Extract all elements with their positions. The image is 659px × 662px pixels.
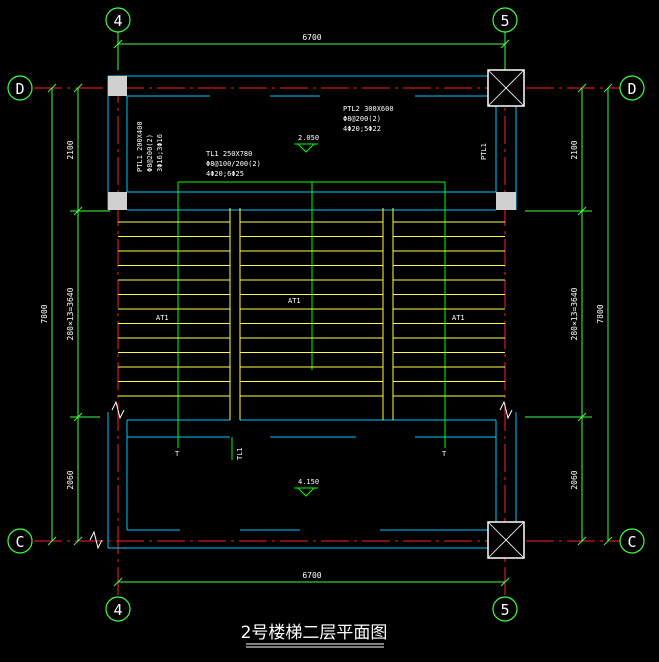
column-bottom-left-lower: [108, 192, 127, 210]
axis-label-right-bottom: C: [627, 533, 636, 551]
column-top-left: [108, 76, 127, 96]
axis-label-top-left: 4: [113, 12, 122, 30]
dim-right-seg1: 2100: [570, 140, 579, 159]
ptl2-line3: 4Φ20;5Φ22: [343, 125, 381, 133]
at1-center: AT1: [288, 297, 301, 305]
column-bottom-right-lower: [496, 192, 516, 210]
axis-label-bottom-left: 4: [113, 601, 122, 619]
level-lower: 4.150: [298, 478, 319, 486]
column-blocks: [108, 69, 525, 559]
at1-right: AT1: [452, 314, 465, 322]
ptl2-line2: Φ8@200(2): [343, 115, 381, 123]
axis-label-left-bottom: C: [15, 533, 24, 551]
ptl1-left-line2: Φ8@200(2): [146, 134, 154, 172]
ptl1-right: PTL1: [480, 143, 488, 160]
axis-label-right-top: D: [627, 80, 636, 98]
ptl1-left-line1: PTL1 200X400: [136, 121, 144, 172]
dim-left-seg3: 2060: [66, 470, 75, 489]
beam-lines: [177, 181, 446, 460]
dim-left-seg2: 280×13=3640: [66, 287, 75, 340]
level-markers: [294, 143, 318, 497]
drawing-title: 2号楼梯二层平面图: [241, 623, 388, 643]
dim-bottom-width: 6700: [302, 571, 321, 580]
dim-left-seg1: 2100: [66, 140, 75, 159]
axis-bubbles: [7, 7, 645, 622]
ptl2-line1: PTL2 300X600: [343, 105, 394, 113]
section-mark-right: T: [442, 450, 447, 458]
tl1-line1: TL1 250X780: [206, 150, 252, 158]
dimension-lines: [47, 32, 613, 587]
axis-label-bottom-right: 5: [500, 601, 509, 619]
dim-left-total: 7800: [40, 304, 49, 323]
stair-treads: [118, 208, 505, 420]
level-upper: 2.050: [298, 134, 319, 142]
section-mark-left: T: [175, 450, 180, 458]
axis-label-top-right: 5: [500, 12, 509, 30]
break-marks: [89, 400, 513, 550]
at1-left: AT1: [156, 314, 169, 322]
dim-right-seg3: 2060: [570, 470, 579, 489]
dim-right-total: 7800: [596, 304, 605, 323]
tl1-line3: 4Φ20;6Φ25: [206, 170, 244, 178]
tl1-line2: Φ8@100/200(2): [206, 160, 261, 168]
axis-lines: [34, 34, 620, 596]
dim-top-width: 6700: [302, 33, 321, 42]
ptl1-left-line3: 3Φ16;3Φ16: [156, 134, 164, 172]
axis-label-left-top: D: [15, 80, 24, 98]
tl1-bottom: TL1: [236, 447, 244, 460]
dim-right-seg2: 280×13=3640: [570, 287, 579, 340]
